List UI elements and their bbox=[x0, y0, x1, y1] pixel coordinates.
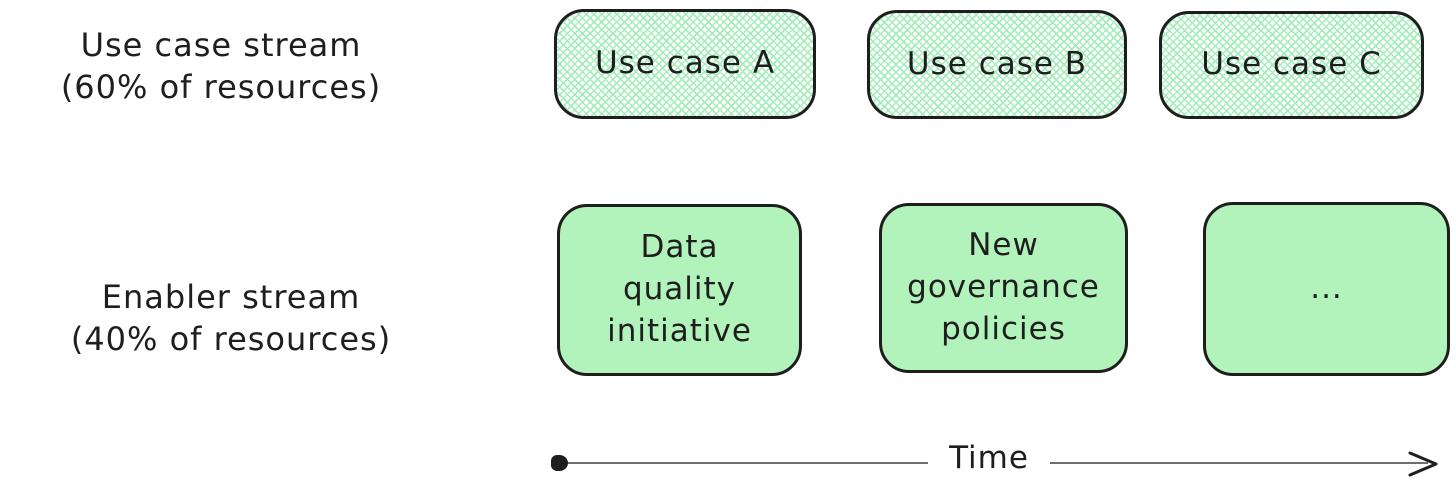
enabler-stream-label: Enabler stream (40% of resources) bbox=[16, 276, 446, 360]
new-governance-policies-box: New governance policies bbox=[879, 203, 1128, 373]
use-case-stream-label-title: Use case stream bbox=[80, 26, 362, 64]
data-quality-initiative-label: Data quality initiative bbox=[607, 229, 752, 349]
use-case-a-box: Use case A bbox=[554, 9, 816, 119]
time-axis-origin-dot-icon bbox=[551, 455, 568, 471]
use-case-a-label: Use case A bbox=[594, 45, 776, 82]
use-case-b-box: Use case B bbox=[867, 10, 1127, 119]
ellipsis-label: ... bbox=[1310, 270, 1343, 307]
time-axis-arrowhead-icon bbox=[1408, 451, 1438, 477]
data-quality-initiative-box: Data quality initiative bbox=[557, 204, 802, 376]
time-axis-label: Time bbox=[928, 440, 1050, 476]
use-case-b-label: Use case B bbox=[906, 45, 1088, 82]
use-case-stream-label-sub: (60% of resources) bbox=[60, 68, 382, 107]
enabler-stream-label-sub: (40% of resources) bbox=[70, 320, 392, 359]
ellipsis-box: ... bbox=[1203, 202, 1450, 376]
use-case-c-label: Use case C bbox=[1201, 46, 1382, 83]
use-case-stream-label: Use case stream (60% of resources) bbox=[6, 24, 436, 108]
use-case-c-box: Use case C bbox=[1159, 11, 1424, 119]
new-governance-policies-label: New governance policies bbox=[907, 227, 1100, 347]
enabler-stream-label-title: Enabler stream bbox=[101, 278, 361, 316]
